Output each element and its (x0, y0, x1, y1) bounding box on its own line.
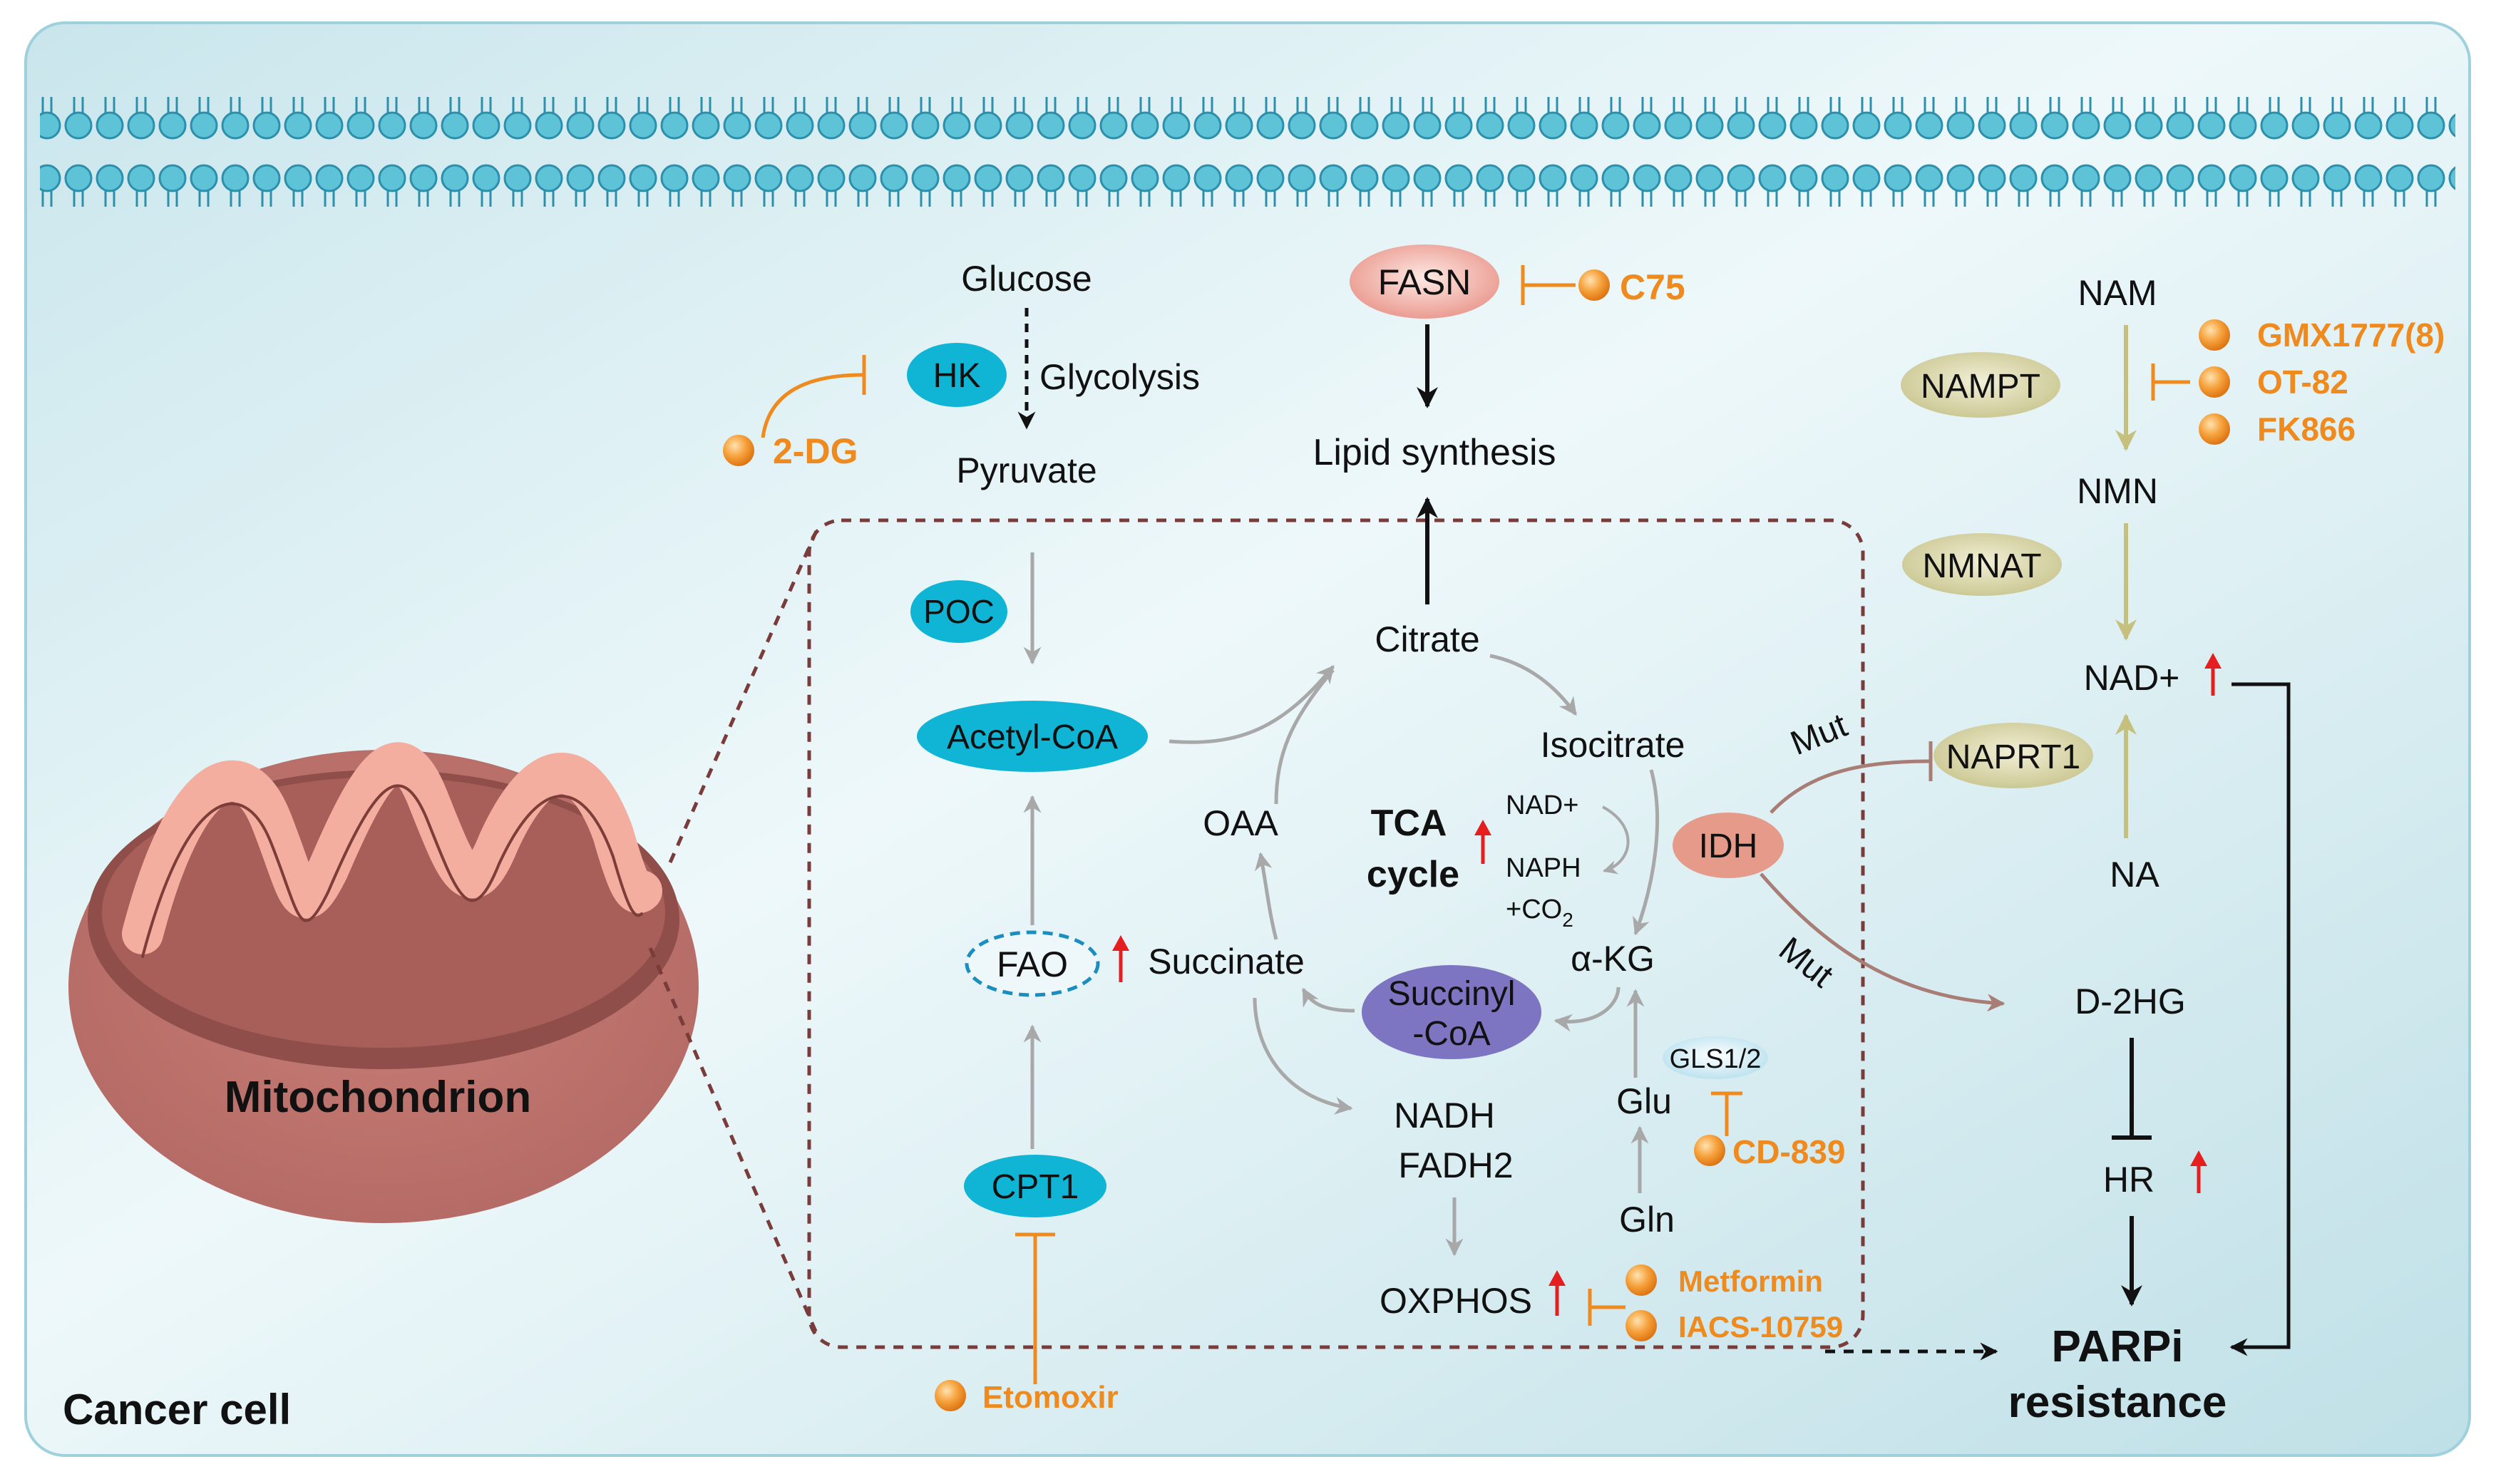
parpi-label-line2: resistance (2008, 1378, 2227, 1427)
citrate-label: Citrate (1375, 619, 1479, 659)
hr-up-arrow (2190, 1150, 2207, 1193)
cd839-drug-label: CD-839 (1732, 1133, 1846, 1170)
cancer-cell-label: Cancer cell (63, 1386, 291, 1433)
succinate-to-oaa-arrow (1254, 852, 1278, 940)
na-label: NA (2110, 855, 2159, 895)
idh-enzyme (1673, 813, 1784, 878)
co2-cofactor-main: +CO (1506, 895, 1562, 924)
fasn-enzyme (1350, 244, 1499, 319)
akg-label: α-KG (1571, 939, 1655, 979)
oxphos-label: OXPHOS (1380, 1281, 1532, 1321)
gmx1777-drug-label: GMX1777(8) (2257, 316, 2445, 354)
c75-drug-label: C75 (1620, 267, 1685, 307)
isocitrate-to-akg-arrow (1633, 769, 1660, 936)
fasn-label: FASN (1378, 262, 1472, 302)
2dg-drug-icon (723, 435, 754, 466)
nampt-enzyme (1901, 352, 2060, 418)
tca-label-line1: TCA (1371, 803, 1447, 844)
gls-enzyme (1663, 1036, 1768, 1079)
fao-label: FAO (997, 944, 1068, 984)
oxphos-up-arrow (1549, 1270, 1566, 1316)
nad-plus-cofactor-label: NAD+ (1506, 790, 1578, 820)
lipid-synthesis-label: Lipid synthesis (1313, 432, 1556, 473)
gls-label: GLS1/2 (1670, 1044, 1762, 1074)
cell-body (24, 21, 2471, 1457)
succinate-to-nadh-arrow (1253, 997, 1353, 1115)
citrate-to-isocitrate-arrow (1489, 654, 1578, 716)
idh-to-d2hg-arrow (1760, 872, 2005, 1012)
2dg-inhibition-line (761, 373, 863, 438)
naprt1-label: NAPRT1 (1946, 738, 2081, 776)
akg-to-succinylcoa-arrow (1553, 986, 1621, 1032)
d2hg-label: D-2HG (2075, 981, 2186, 1021)
nmn-label: NMN (2077, 471, 2158, 511)
succinylcoa-to-succinate-arrow (1301, 987, 1355, 1013)
acetylcoa-to-citrate-arrow (1169, 665, 1335, 744)
nampt-label: NAMPT (1921, 368, 2040, 406)
glucose-label: Glucose (961, 259, 1092, 299)
etomoxir-drug-icon (935, 1380, 966, 1411)
c75-drug-icon (1578, 269, 1610, 301)
fk866-drug-icon (2199, 413, 2230, 445)
cd839-drug-icon (1694, 1135, 1725, 1166)
acetyl-coa-node (917, 701, 1148, 772)
metformin-drug-label: Metformin (1678, 1264, 1823, 1298)
nmnat-enzyme (1902, 533, 2062, 596)
fao-up-arrow (1112, 935, 1129, 982)
ot82-drug-icon (2199, 366, 2230, 398)
succinyl-coa-line2: -CoA (1412, 1015, 1490, 1053)
fk866-drug-label: FK866 (2257, 411, 2356, 448)
tca-up-arrow (1474, 820, 1491, 864)
succinyl-coa-node (1362, 965, 1541, 1059)
mitochondrion-illustration (68, 742, 699, 1223)
pyruvate-label: Pyruvate (956, 450, 1097, 490)
mitochondrion-label: Mitochondrion (225, 1073, 531, 1122)
etomoxir-drug-label: Etomoxir (982, 1380, 1119, 1415)
fao-node (965, 930, 1100, 997)
hk-label: HK (933, 357, 981, 395)
gmx1777-drug-icon (2199, 319, 2230, 351)
glu-label: Glu (1616, 1081, 1672, 1121)
cpt1-enzyme (964, 1155, 1106, 1217)
fadh2-label: FADH2 (1398, 1145, 1513, 1185)
hr-label: HR (2103, 1160, 2155, 1200)
co2-cofactor-subscript: 2 (1562, 909, 1573, 931)
co2-cofactor-label: +CO2 (1506, 895, 1573, 931)
nmnat-label: NMNAT (1922, 547, 2041, 585)
nad-up-arrow (2204, 653, 2222, 696)
tca-label-line2: cycle (1367, 854, 1459, 895)
cpt1-label: CPT1 (992, 1168, 1079, 1206)
2dg-drug-label: 2-DG (773, 431, 858, 471)
succinate-label: Succinate (1148, 942, 1305, 981)
isocitrate-label: Isocitrate (1541, 725, 1685, 765)
poc-label: POC (923, 593, 995, 630)
idh-to-naprt1-inhibition (1770, 759, 1930, 814)
parpi-label-line1: PARPi (2052, 1322, 2184, 1371)
nad-plus-label: NAD+ (2084, 658, 2180, 698)
poc-enzyme (910, 580, 1007, 643)
cell-membrane (40, 64, 2455, 214)
metformin-drug-icon (1626, 1264, 1657, 1296)
nadh-label: NADH (1394, 1096, 1495, 1135)
glycolysis-label: Glycolysis (1039, 357, 1200, 397)
hk-enzyme (907, 343, 1007, 407)
nam-label: NAM (2078, 273, 2157, 313)
nad-to-parpi-arrow (2229, 682, 2291, 1356)
acetyl-coa-label: Acetyl-CoA (947, 718, 1118, 756)
ot82-drug-label: OT-82 (2257, 364, 2348, 401)
succinyl-coa-line1: Succinyl (1388, 975, 1516, 1013)
mito-zoom-lines (648, 518, 1865, 1349)
oaa-to-citrate-arrow (1274, 669, 1335, 805)
idh-label: IDH (1699, 828, 1758, 865)
naph-cofactor-label: NAPH (1506, 853, 1581, 883)
iacs-drug-icon (1626, 1310, 1657, 1341)
naprt1-enzyme (1933, 723, 2093, 788)
oaa-label: OAA (1203, 803, 1278, 843)
gln-label: Gln (1619, 1200, 1675, 1240)
nad-to-naph-cofactor-arrow (1602, 805, 1630, 875)
iacs-drug-label: IACS-10759 (1678, 1310, 1843, 1344)
